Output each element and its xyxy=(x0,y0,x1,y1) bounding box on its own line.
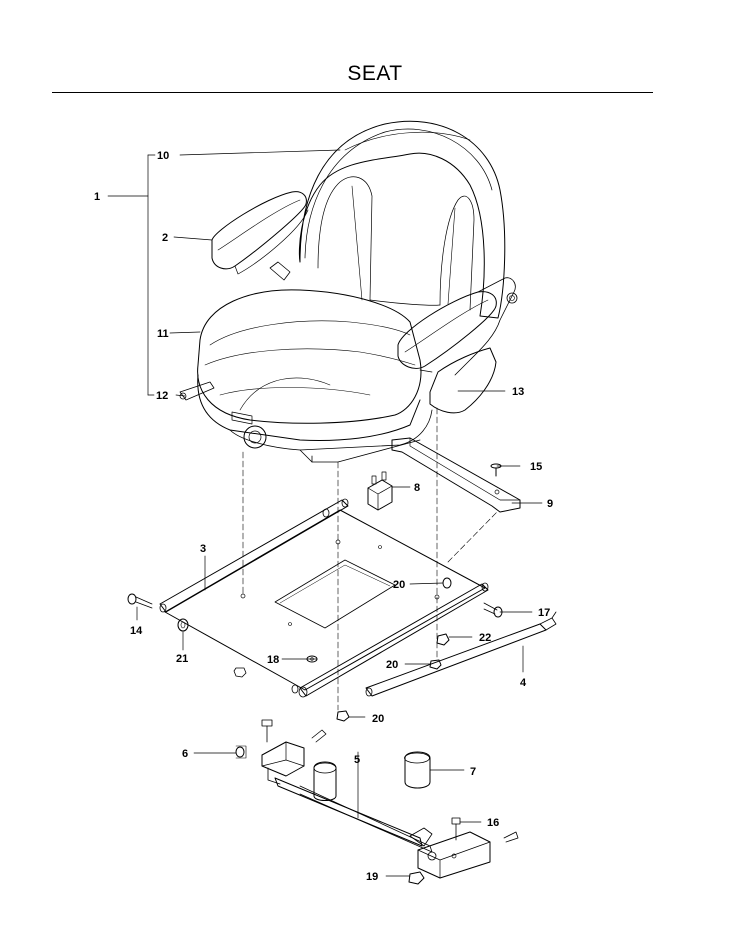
seat-lever xyxy=(179,381,215,401)
bolt-16 xyxy=(451,817,519,843)
bumper-7 xyxy=(404,751,431,789)
callout-15: 15 xyxy=(530,461,542,473)
callout-labels: 1 10 2 11 12 13 8 15 9 3 20 17 14 22 21 … xyxy=(94,150,553,883)
seat-armrest-right xyxy=(397,277,518,376)
seat-rail-right xyxy=(298,582,489,698)
callout-16: 16 xyxy=(487,817,499,829)
seat-switch xyxy=(367,471,393,511)
callout-21: 21 xyxy=(176,653,188,665)
callout-6: 6 xyxy=(182,748,188,760)
seat-backrest xyxy=(298,120,506,319)
callout-4: 4 xyxy=(520,677,527,689)
callout-20-middle: 20 xyxy=(386,659,398,671)
nut-left-plate xyxy=(233,667,247,678)
nut-19 xyxy=(408,871,425,885)
callout-11: 11 xyxy=(157,328,169,340)
pivot-end-bracket xyxy=(409,827,491,879)
nut-22 xyxy=(436,633,450,646)
callout-9: 9 xyxy=(547,498,553,510)
callout-19: 19 xyxy=(366,871,378,883)
pivot-bracket xyxy=(261,741,305,785)
callout-8: 8 xyxy=(414,482,420,494)
callout-13: 13 xyxy=(512,386,524,398)
bolt-6 xyxy=(235,745,247,759)
seat-side-bracket xyxy=(419,347,497,414)
callout-14: 14 xyxy=(130,625,143,637)
callout-10: 10 xyxy=(157,150,169,162)
rail-end-bolts xyxy=(291,508,330,694)
alignment-lines xyxy=(242,407,498,711)
seat-latch xyxy=(269,261,291,281)
nut-20-lower xyxy=(336,710,350,722)
callout-22: 22 xyxy=(479,632,491,644)
title-underline xyxy=(52,92,653,93)
bolt-17 xyxy=(483,602,503,618)
callout-12: 12 xyxy=(156,390,168,402)
bolt-upper-pivot xyxy=(261,719,327,743)
callout-20-lower: 20 xyxy=(372,713,384,725)
callout-1: 1 xyxy=(94,191,100,203)
callout-7: 7 xyxy=(470,766,476,778)
callout-5: 5 xyxy=(354,754,360,766)
callout-20-upper: 20 xyxy=(393,579,405,591)
nut-20-middle xyxy=(429,659,442,670)
callout-2: 2 xyxy=(162,232,168,244)
nut-20-upper xyxy=(442,577,452,589)
pivot-shaft xyxy=(274,777,433,853)
page-title: SEAT xyxy=(347,62,403,85)
bolt-14 xyxy=(127,593,153,609)
bumper-left xyxy=(313,761,337,801)
callout-3: 3 xyxy=(200,543,206,555)
seat-armrest-left xyxy=(211,191,309,275)
seat-mounting-plate xyxy=(164,509,486,691)
callout-17: 17 xyxy=(538,607,550,619)
seat-rod xyxy=(365,611,557,697)
callout-18: 18 xyxy=(267,654,279,666)
nut-21 xyxy=(177,618,189,632)
seat-adjust-knob xyxy=(231,411,267,449)
callout-leaders xyxy=(107,149,543,877)
seat-rail-left xyxy=(159,498,349,613)
seat-rail-bracket xyxy=(391,437,521,513)
seat-cushion xyxy=(197,289,433,463)
